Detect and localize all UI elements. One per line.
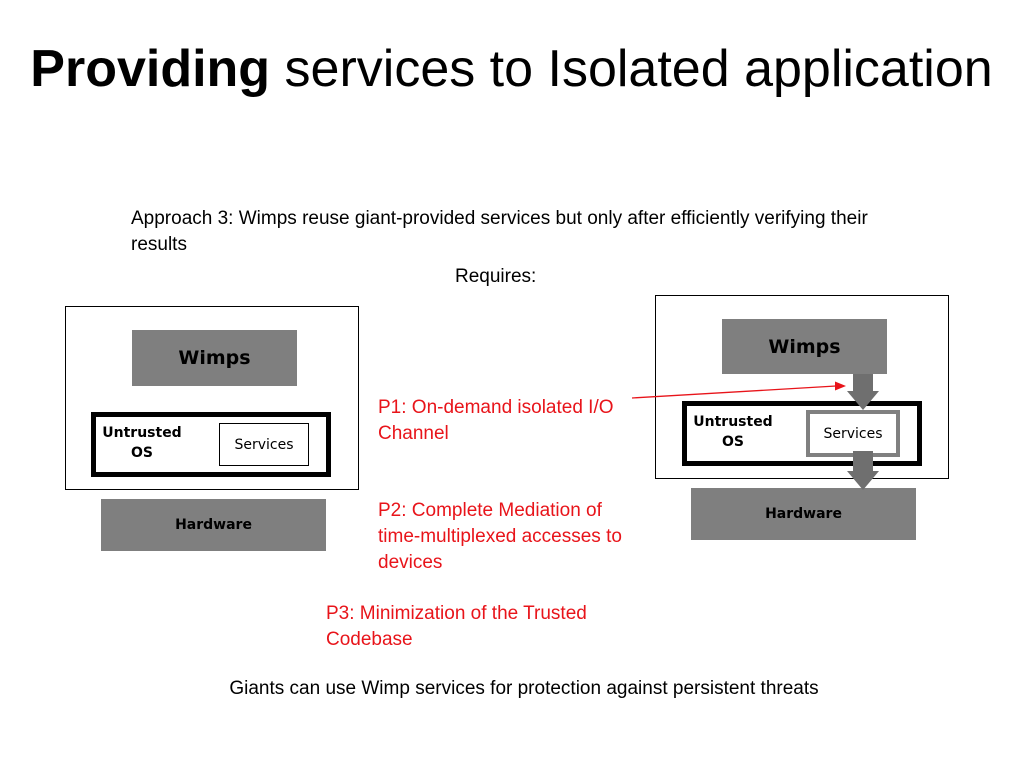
left-wimps-box: Wimps	[132, 330, 297, 386]
requirement-p1: P1: On-demand isolated I/O Channel	[378, 397, 614, 444]
requirement-p2: P2: Complete Mediation of time-multiplex…	[378, 500, 622, 573]
right-hardware-box: Hardware	[691, 488, 916, 540]
right-os-label-line1: Untrusted	[693, 414, 773, 430]
services-to-hardware-arrow	[847, 451, 879, 490]
title-bold-word: Providing	[30, 40, 271, 98]
left-services-box: Services	[219, 423, 309, 466]
wimps-to-services-arrow	[847, 374, 879, 410]
right-os-label: Untrusted OS	[693, 412, 773, 452]
slide-title: Providing services to Isolated applicati…	[0, 40, 1023, 98]
footer-text: Giants can use Wimp services for protect…	[229, 678, 819, 699]
left-os-label: Untrusted OS	[102, 423, 182, 463]
right-untrusted-os-box: Untrusted OS Services	[682, 401, 922, 466]
left-os-label-line1: Untrusted	[102, 425, 182, 441]
p1-pointer-arrow	[631, 381, 846, 399]
left-untrusted-os-box: Untrusted OS Services	[91, 412, 331, 477]
left-hardware-box: Hardware	[101, 499, 326, 551]
right-wimps-box: Wimps	[722, 319, 887, 374]
requirement-p3: P3: Minimization of the Trusted Codebase	[326, 603, 587, 650]
title-rest: services to Isolated application	[270, 40, 993, 98]
left-os-label-line2: OS	[131, 445, 153, 461]
requires-label: Requires:	[455, 266, 537, 287]
approach-text: Approach 3: Wimps reuse giant-provided s…	[131, 208, 868, 255]
right-os-label-line2: OS	[722, 434, 744, 450]
